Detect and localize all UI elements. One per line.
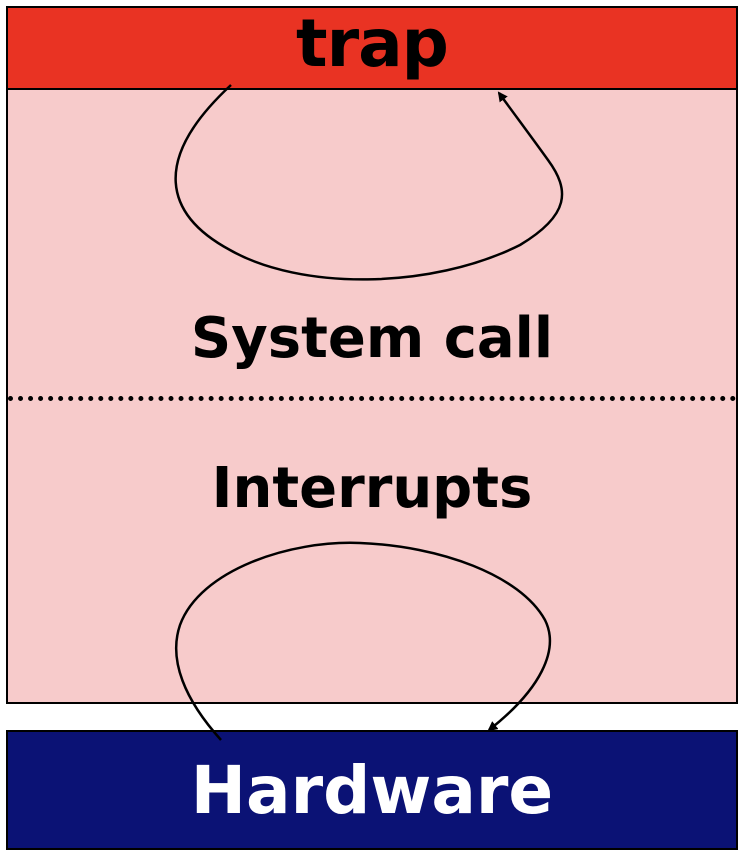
interrupts-label: Interrupts xyxy=(211,456,533,521)
trap-label: trap xyxy=(296,4,449,82)
hardware-label: Hardware xyxy=(190,751,554,829)
kernel-region: System call Interrupts xyxy=(6,88,738,704)
trap-bar: trap xyxy=(6,4,738,90)
system-call-label: System call xyxy=(190,306,554,371)
hardware-bar: Hardware xyxy=(6,730,738,850)
dotted-divider xyxy=(8,396,736,401)
